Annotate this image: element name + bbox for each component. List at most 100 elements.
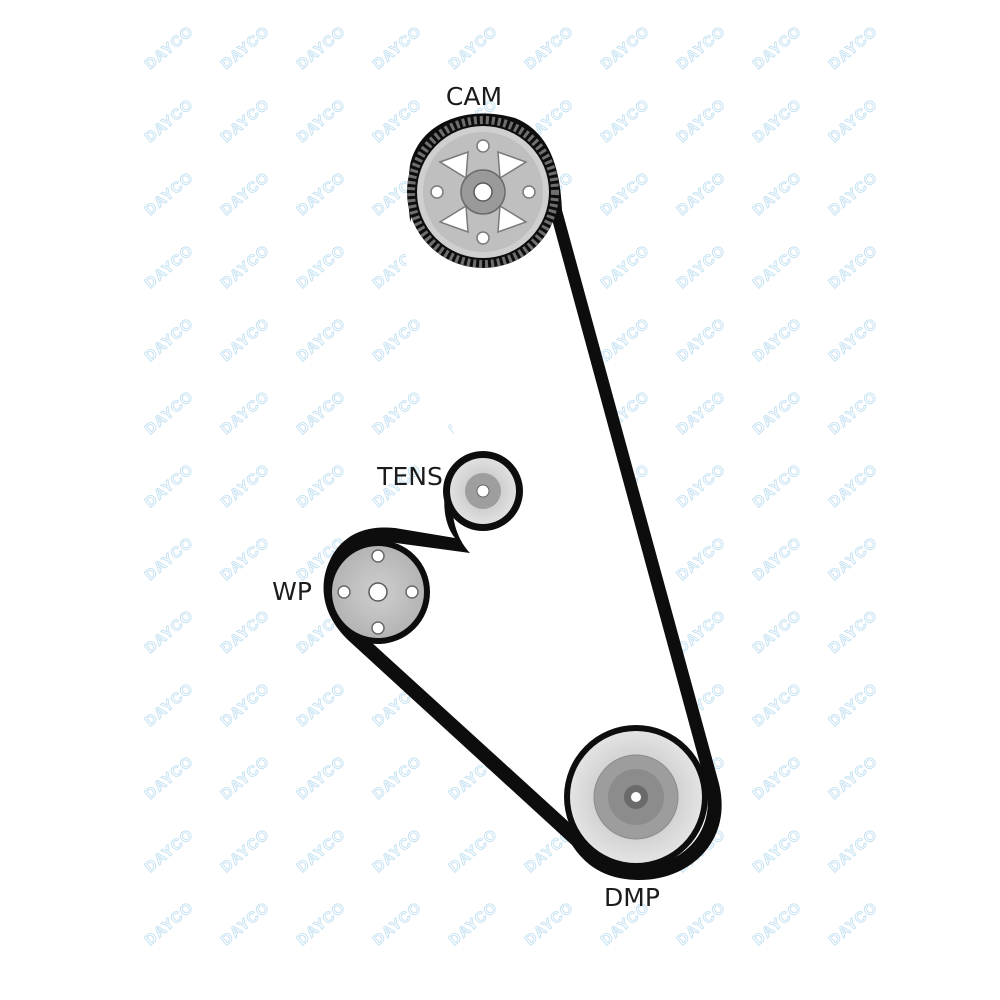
watermark-text: DAYCO (294, 753, 349, 803)
watermark-text: DAYCO (750, 826, 805, 876)
watermark-text: DAYCO (218, 461, 273, 511)
timing-belt (323, 113, 722, 881)
watermark-text: DAYCO (826, 607, 881, 657)
watermark-text: DAYCO (826, 680, 881, 730)
watermark-text: DAYCO (142, 680, 197, 730)
tens-label: TENS (376, 462, 443, 491)
watermark-text: DAYCO (218, 680, 273, 730)
watermark-text: DAYCO (218, 753, 273, 803)
damper-pulley (564, 725, 708, 869)
watermark-text: DAYCO (294, 461, 349, 511)
watermark-text: DAYCO (370, 826, 425, 876)
watermark-text: DAYCO (370, 23, 425, 73)
watermark-text: DAYCO (826, 461, 881, 511)
watermark-text: DAYCO (750, 753, 805, 803)
watermark-text: DAYCO (294, 899, 349, 949)
watermark-text: DAYCO (294, 96, 349, 146)
watermark-text: DAYCO (294, 388, 349, 438)
wp-label: WP (272, 577, 312, 606)
watermark-text: DAYCO (370, 899, 425, 949)
watermark-text: DAYCO (142, 96, 197, 146)
watermark-text: DAYCO (750, 96, 805, 146)
watermark-text: DAYCO (218, 388, 273, 438)
watermark-text: DAYCO (598, 169, 653, 219)
watermark-text: DAYCO (674, 96, 729, 146)
watermark-text: DAYCO (598, 96, 653, 146)
watermark-text: DAYCO (294, 169, 349, 219)
watermark-text: DAYCO (218, 169, 273, 219)
watermark-text: DAYCO (750, 899, 805, 949)
watermark-text: DAYCO (142, 899, 197, 949)
tensioner-pulley (443, 451, 523, 531)
watermark-text: DAYCO (750, 23, 805, 73)
watermark-text: DAYCO (142, 23, 197, 73)
cam-sprocket (407, 116, 559, 268)
watermark-text: DAYCO (218, 899, 273, 949)
watermark-text: DAYCO (750, 169, 805, 219)
cam-bolt-holes (430, 139, 536, 245)
watermark-text: DAYCO (598, 23, 653, 73)
watermark-text: DAYCO (142, 315, 197, 365)
watermark-text: DAYCO (294, 826, 349, 876)
watermark-text: DAYCO (446, 826, 501, 876)
watermark-text: DAYCO (826, 242, 881, 292)
watermark-text: DAYCO (826, 826, 881, 876)
watermark-text: DAYCO (674, 315, 729, 365)
watermark-text: DAYCO (142, 826, 197, 876)
watermark-text: DAYCO (750, 461, 805, 511)
watermark-text: DAYCO (826, 169, 881, 219)
cam-teeth-ring (407, 116, 559, 268)
watermark-text: DAYCO (446, 899, 501, 949)
watermark-text: DAYCO (826, 315, 881, 365)
watermark-text: DAYCO (674, 169, 729, 219)
watermark-text: DAYCO (142, 242, 197, 292)
watermark-text: DAYCO (142, 169, 197, 219)
water-pump-center-hole (368, 582, 388, 602)
watermark-text: DAYCO (218, 242, 273, 292)
cam-spoke-windows (438, 150, 528, 234)
damper-center-hole (631, 792, 641, 802)
watermark-text: DAYCO (218, 607, 273, 657)
watermark-text: DAYCO (750, 242, 805, 292)
watermark-text: DAYCO (674, 461, 729, 511)
watermark-text: DAYCO (750, 607, 805, 657)
watermark-text: DAYCO (674, 388, 729, 438)
watermark-text: DAYCO (446, 23, 501, 73)
watermark-text: DAYCO (750, 534, 805, 584)
watermark-text: DAYCO (142, 388, 197, 438)
watermark-text: DAYCO (522, 23, 577, 73)
watermark-text: DAYCO (826, 899, 881, 949)
watermark-text: DAYCO (370, 388, 425, 438)
watermark-text: DAYCO (294, 242, 349, 292)
dmp-label: DMP (604, 883, 660, 912)
watermark-text: DAYCO (674, 534, 729, 584)
watermark-text: DAYCO (750, 680, 805, 730)
watermark-text: DAYCO (142, 461, 197, 511)
watermark-text: DAYCO (142, 753, 197, 803)
watermark-text: DAYCO (826, 23, 881, 73)
watermark-text: DAYCO (294, 23, 349, 73)
watermark-text: DAYCO (142, 607, 197, 657)
watermark-text: DAYCO (294, 680, 349, 730)
watermark-text: DAYCO (370, 753, 425, 803)
tensioner-center-hole (476, 484, 490, 498)
watermark-text: DAYCO (294, 315, 349, 365)
watermark-text: DAYCO (218, 96, 273, 146)
water-pump-pulley (326, 540, 430, 644)
watermark-text: DAYCO (218, 23, 273, 73)
watermark-text: DAYCO (750, 315, 805, 365)
watermark-text: DAYCO (522, 899, 577, 949)
watermark-text: DAYCO (218, 826, 273, 876)
cam-label: CAM (446, 82, 502, 111)
water-pump-bolt-holes (337, 549, 419, 635)
watermark-text: DAYCO (598, 242, 653, 292)
watermark-text: DAYCO (750, 388, 805, 438)
watermark-text: DAYCO (598, 315, 653, 365)
watermark-text: DAYCO (826, 96, 881, 146)
watermark-text: DAYCO (674, 899, 729, 949)
watermark-text: DAYCO (370, 96, 425, 146)
watermark-text: DAYCO (674, 242, 729, 292)
watermark-text: DAYCO (218, 534, 273, 584)
watermark-text: DAYCO (826, 534, 881, 584)
